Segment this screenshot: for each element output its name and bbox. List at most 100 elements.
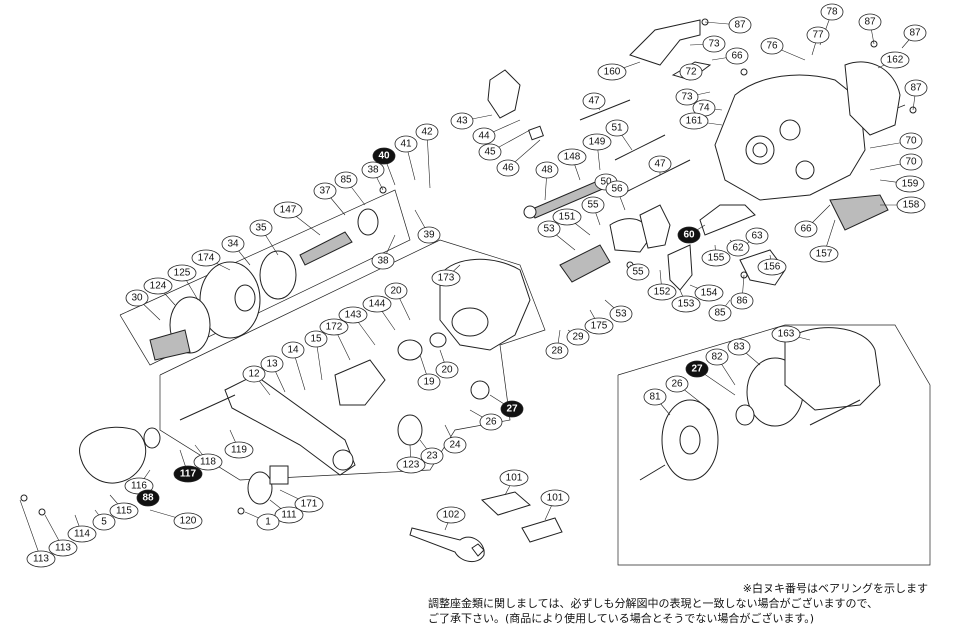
part-number: 162 <box>887 55 904 66</box>
part-number: 117 <box>180 469 197 480</box>
part-label: 119 <box>224 441 254 459</box>
part-number: 175 <box>591 321 608 332</box>
part-number: 38 <box>367 165 379 176</box>
part-number: 87 <box>864 17 876 28</box>
part-label: 86 <box>730 292 754 310</box>
part-number: 76 <box>766 41 778 52</box>
part-label: 147 <box>273 201 303 219</box>
part-number: 156 <box>764 262 781 273</box>
part-label: 28 <box>545 342 569 360</box>
part-label: 161 <box>679 112 709 130</box>
part-label: 125 <box>167 264 197 282</box>
part-number: 101 <box>547 493 564 504</box>
part-number: 43 <box>456 116 468 127</box>
part-label: 102 <box>436 506 466 524</box>
part-label: 63 <box>745 227 769 245</box>
bearing-part-label: 40 <box>372 147 396 165</box>
part-label: 162 <box>880 51 910 69</box>
bearing-note: ※白ヌキ番号はベアリングを示します <box>742 582 928 595</box>
part-number: 47 <box>588 96 600 107</box>
part-label: 55 <box>581 196 605 214</box>
part-number: 157 <box>816 249 833 260</box>
handle-arm <box>224 374 356 476</box>
wrench-tool <box>409 527 485 563</box>
part-label: 12 <box>242 365 266 383</box>
part-label: 15 <box>304 330 328 348</box>
disclaimer-line-2: ご了承下さい。(商品により使用している場合とそうでない場合がございます。) <box>428 612 815 625</box>
part-number: 111 <box>281 510 297 521</box>
part-number: 62 <box>732 243 744 254</box>
part-label: 156 <box>757 258 787 276</box>
part-number: 35 <box>255 223 267 234</box>
part-label: 56 <box>605 180 629 198</box>
part-number: 123 <box>403 460 420 471</box>
part-label: 163 <box>771 325 801 343</box>
part-label: 152 <box>647 283 677 301</box>
side-plate-part <box>844 61 901 136</box>
part-label: 85 <box>708 304 732 322</box>
part-number: 163 <box>778 329 795 340</box>
clutch-housing <box>487 69 521 119</box>
part-number: 12 <box>248 369 260 380</box>
part-label: 101 <box>499 469 529 487</box>
part-label: 87 <box>904 79 928 97</box>
part-number: 158 <box>903 200 920 211</box>
part-number: 115 <box>116 506 132 517</box>
part-label: 173 <box>431 269 461 287</box>
part-number: 27 <box>506 404 518 415</box>
part-label: 160 <box>597 63 627 81</box>
part-label: 81 <box>643 388 667 406</box>
part-label: 48 <box>535 161 559 179</box>
gear-ring <box>397 414 423 446</box>
part-number: 152 <box>654 287 671 298</box>
part-label: 76 <box>760 37 784 55</box>
part-number: 63 <box>751 231 763 242</box>
part-number: 143 <box>345 310 362 321</box>
part-number: 5 <box>101 517 107 528</box>
part-label: 38 <box>361 161 385 179</box>
part-label: 87 <box>903 24 927 42</box>
part-label: 47 <box>648 155 672 173</box>
part-number: 28 <box>551 346 563 357</box>
part-label: 51 <box>605 119 629 137</box>
part-label: 53 <box>609 305 633 323</box>
part-label: 151 <box>552 208 582 226</box>
part-number: 53 <box>543 224 555 235</box>
star-drag <box>334 359 386 406</box>
part-number: 113 <box>55 543 71 554</box>
part-label: 23 <box>420 447 444 465</box>
pin-47b <box>619 159 691 196</box>
part-number: 116 <box>131 481 147 492</box>
part-label: 143 <box>338 306 368 324</box>
part-number: 23 <box>426 451 438 462</box>
part-number: 38 <box>377 256 389 267</box>
part-number: 82 <box>711 352 723 363</box>
bearing-part-label: 27 <box>685 360 709 378</box>
part-label: 5 <box>92 513 116 531</box>
part-label: 38 <box>371 252 395 270</box>
part-label: 29 <box>566 328 590 346</box>
part-number: 14 <box>287 345 299 356</box>
main-gear-frame <box>119 189 411 366</box>
part-number: 101 <box>506 473 523 484</box>
main-gear <box>199 261 261 339</box>
part-number: 81 <box>649 392 661 403</box>
part-label: 66 <box>725 47 749 65</box>
part-label: 13 <box>260 355 284 373</box>
part-label: 82 <box>705 348 729 366</box>
part-label: 114 <box>67 525 97 543</box>
bearing-part-label: 27 <box>500 400 524 418</box>
part-number: 87 <box>734 20 746 31</box>
part-label: 120 <box>173 512 203 530</box>
part-number: 171 <box>301 499 318 510</box>
part-number: 66 <box>800 224 812 235</box>
part-number: 161 <box>686 116 703 127</box>
part-number: 144 <box>369 299 386 310</box>
bearing-part-label: 117 <box>173 465 203 483</box>
part-label: 55 <box>626 263 650 281</box>
part-label: 111 <box>274 506 304 524</box>
part-label: 174 <box>191 249 221 267</box>
part-label: 14 <box>281 341 305 359</box>
part-number: 147 <box>280 205 297 216</box>
